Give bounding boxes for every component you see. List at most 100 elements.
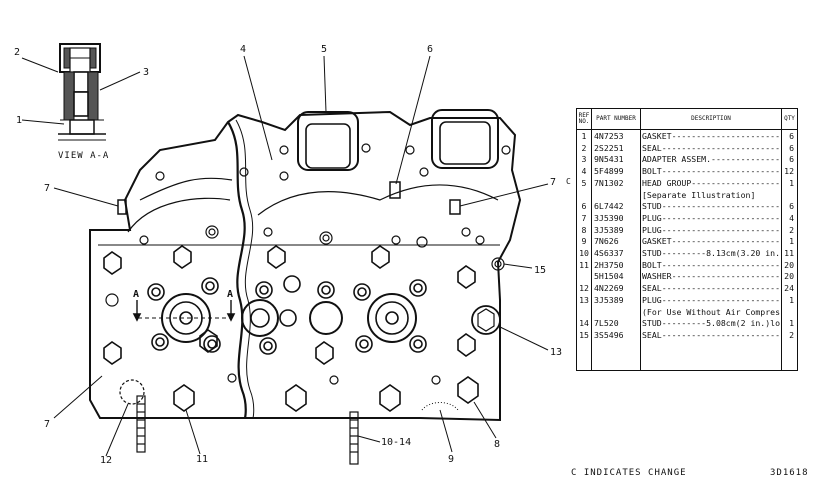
row-part-number: 6L7442 [594, 201, 624, 212]
callout-8: 8 [494, 439, 501, 450]
table-row: (For Use Without Air Compressor) [577, 307, 797, 318]
valve-group-1 [138, 277, 232, 353]
callout-11: 11 [196, 454, 209, 465]
row-ref: 4 [581, 166, 587, 177]
row-qty: 2 [789, 329, 794, 340]
callout-6: 6 [427, 44, 434, 55]
callout-10-14: 10-14 [381, 437, 412, 448]
row-description: HEAD GROUP-------------------------- [642, 177, 780, 188]
row-description: SEAL-------------------------------- [642, 142, 780, 153]
row-description: PLUG-------------------------------- [642, 224, 780, 235]
row-qty: 12 [784, 166, 794, 177]
table-row: 5H1504WASHER----------------------------… [577, 271, 797, 282]
row-part-number: 5H1504 [594, 271, 624, 282]
row-ref: 5 [581, 177, 587, 188]
row-qty: 6 [789, 201, 794, 212]
head-bolt-hexes [103, 245, 479, 412]
row-part-number: 4N7253 [594, 131, 624, 141]
row-ref: 6 [581, 201, 587, 212]
callout-9: 9 [448, 454, 455, 465]
callout-3: 3 [143, 67, 150, 78]
callout-2: 2 [14, 47, 21, 58]
table-row: 73J5390PLUG-----------------------------… [577, 213, 797, 224]
row-qty: 20 [784, 259, 794, 270]
callout-12: 12 [100, 455, 113, 466]
valve-group-2 [241, 275, 301, 355]
row-ref: 7 [581, 212, 587, 223]
row-part-number: 9N5431 [594, 154, 624, 165]
row-qty: 1 [789, 294, 794, 305]
stud-6 [389, 181, 401, 199]
cylinder-head-outline [89, 109, 522, 422]
row-qty: 1 [789, 236, 794, 247]
callout-4: 4 [240, 44, 247, 55]
header-desc: DESCRIPTION [691, 114, 731, 122]
view-a-a-inset [58, 43, 106, 141]
row-description: GASKET------------------------------ [642, 131, 780, 141]
row-qty: 6 [789, 142, 794, 153]
table-row: 66L7442STUD-----------------------------… [577, 201, 797, 212]
view-a-a-label: VIEW A-A [58, 151, 110, 161]
table-row: 83J5389PLUG-----------------------------… [577, 225, 797, 236]
callout-7-bottom: 7 [44, 419, 51, 430]
callout-13: 13 [550, 347, 563, 358]
studs-bottom [136, 395, 359, 465]
row-description: SEAL-------------------------------- [642, 329, 780, 340]
callout-7-left: 7 [44, 183, 51, 194]
table-row: [Separate Illustration] [577, 190, 797, 201]
row-description: [Separate Illustration] [642, 189, 756, 200]
row-ref: 11 [579, 259, 589, 270]
col-divider [591, 109, 592, 370]
row-part-number: 7N626 [594, 236, 619, 247]
row-part-number: 2S2251 [594, 142, 624, 153]
row-part-number: 3J5389 [594, 224, 624, 235]
row-description: STUD---------5.08cm(2 in.)long [642, 318, 780, 329]
table-row: 133J5389PLUG----------------------------… [577, 295, 797, 306]
row-ref: 14 [579, 318, 589, 329]
row-qty: 20 [784, 271, 794, 282]
row-ref: 2 [581, 142, 587, 153]
row-qty: 4 [789, 212, 794, 223]
row-ref: 3 [581, 154, 587, 165]
row-ref: 9 [581, 236, 587, 247]
row-description: PLUG-------------------------------- [642, 294, 780, 305]
row-description: GASKET------------------------------ [642, 236, 780, 247]
header-part: PART NUMBER [596, 114, 636, 122]
row-qty: 1 [789, 177, 794, 188]
row-qty: 6 [789, 154, 794, 165]
leader-lines [53, 55, 549, 457]
row-ref: 12 [579, 283, 589, 294]
row-part-number: 4S6337 [594, 248, 624, 258]
parts-table-header: REF NO. PART NUMBER DESCRIPTION QTY [577, 109, 797, 130]
row-part-number: 2H3750 [594, 259, 624, 270]
row-qty: 6 [789, 131, 794, 141]
row-part-number: 3S5496 [594, 329, 624, 340]
row-part-number: 4N2269 [594, 283, 624, 294]
table-row: 153S5496SEAL----------------------------… [577, 330, 797, 341]
footer-note: C INDICATES CHANGE [571, 468, 687, 478]
table-row: 12 4N2269 SEAL----------------------------… [577, 283, 797, 294]
row-part-number: 7L520 [594, 318, 619, 329]
row-description: BOLT-------------------------------- [642, 259, 780, 270]
plug-right [449, 199, 461, 215]
row-qty: 11 [784, 248, 794, 258]
row-qty: 24 [784, 283, 794, 294]
section-mark-a-right: A [227, 289, 234, 300]
plug-left [117, 199, 127, 215]
callout-15: 15 [534, 265, 547, 276]
table-row: 5 7N1302 HEAD GROUP-----------------------… [577, 178, 797, 189]
table-row: 11 2H3750 BOLT----------------------------… [577, 260, 797, 271]
row-qty: 1 [789, 318, 794, 329]
row-description: SEAL-------------------------------- [642, 283, 780, 294]
table-row: 14 7L520 STUD---------5.08cm(2 in.)long 1 [577, 318, 797, 329]
row-description: (For Use Without Air Compressor) [642, 306, 780, 317]
row-qty: 2 [789, 224, 794, 235]
row-description: STUD---------8.13cm(3.20 in.)long [642, 248, 780, 258]
row-ref: 13 [579, 294, 589, 305]
row-part-number: 7N1302 [594, 177, 624, 188]
row-description: ADAPTER ASSEM.---------------------- [642, 154, 780, 165]
table-row: 14N7253GASKET---------------------------… [577, 131, 797, 142]
